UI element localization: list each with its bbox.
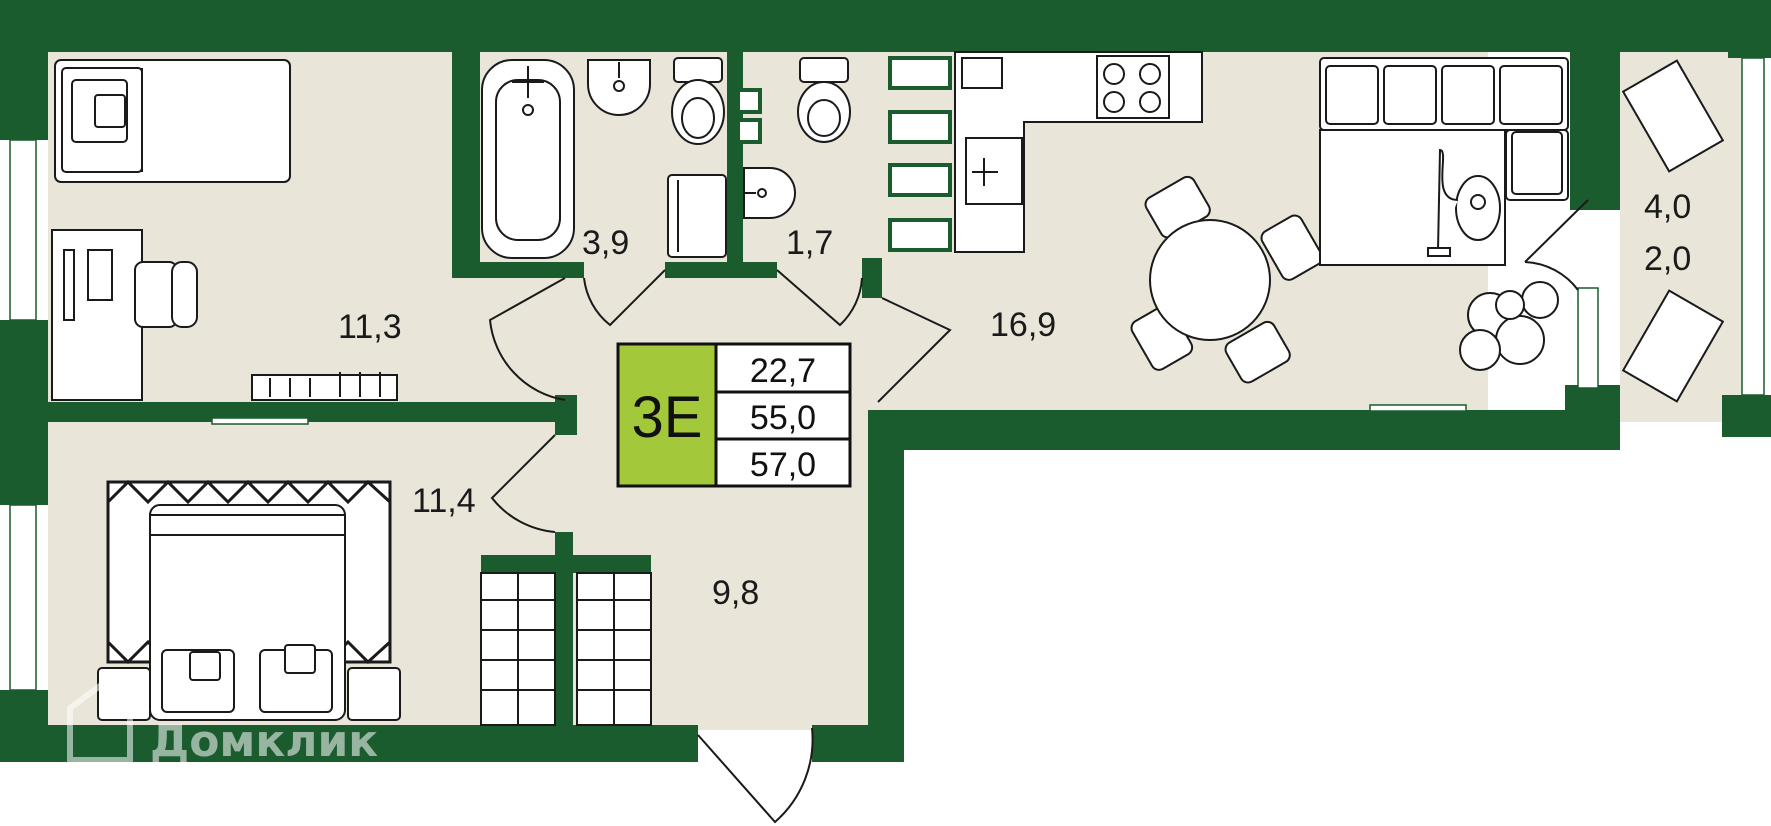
door-toilet — [776, 269, 863, 327]
vacuum-cleaner-icon — [1427, 148, 1501, 257]
door-bedroom-top — [488, 277, 566, 401]
window-bedroom-bottom — [9, 504, 37, 691]
sink-icon — [587, 59, 651, 116]
door-kitchen — [877, 297, 952, 403]
apartment-type-label: 3E — [632, 385, 703, 450]
room-area-bedroom-bottom: 11,4 — [412, 482, 476, 520]
total-area-value: 55,0 — [750, 399, 816, 437]
living-area-value: 22,7 — [750, 352, 816, 390]
total-area-balcony-value: 57,0 — [750, 446, 816, 484]
sofa-icon — [1319, 57, 1569, 201]
balcony-door-glass — [1577, 287, 1599, 389]
apartment-info-table: 3E 22,7 55,0 57,0 — [616, 342, 852, 488]
radiator-bedroom — [211, 417, 309, 425]
small-sink-icon — [743, 167, 796, 219]
windows — [9, 57, 1765, 691]
type-badge — [616, 342, 718, 488]
lounger-icon — [1621, 59, 1725, 403]
wardrobe-icon — [480, 572, 652, 726]
watermark-text: Домклик — [150, 716, 378, 767]
door-balcony — [1524, 199, 1589, 291]
kitchen-sink-icon — [965, 137, 1023, 205]
room-area-balcony-1: 4,0 — [1644, 188, 1691, 226]
nightstand-icon — [97, 667, 401, 721]
room-area-kitchen-living: 16,9 — [990, 306, 1056, 344]
room-area-toilet: 1,7 — [786, 224, 833, 262]
door-bathroom — [583, 269, 666, 327]
bed-double-icon — [149, 504, 346, 721]
walls — [0, 0, 1771, 762]
room-area-bathroom: 3,9 — [582, 224, 629, 262]
door-entrance — [697, 727, 814, 824]
toilet-icon — [797, 57, 851, 143]
plant-icon — [1459, 281, 1559, 371]
stove-icon — [1103, 63, 1161, 113]
room-area-bedroom-top: 11,3 — [338, 308, 402, 346]
door-bedroom-bottom — [490, 434, 556, 533]
house-logo-icon — [67, 682, 133, 763]
washing-machine-icon — [667, 174, 727, 258]
room-area-balcony-2: 2,0 — [1644, 240, 1691, 278]
shaft-icon — [736, 56, 952, 252]
bed-single-icon — [54, 59, 291, 183]
window-balcony — [1741, 57, 1765, 396]
desk-icon — [51, 229, 198, 401]
radiator-kitchen — [1369, 404, 1467, 412]
bathtub-icon — [481, 59, 575, 259]
toilet-icon-bathroom — [671, 57, 725, 145]
window-bedroom-top — [9, 139, 37, 321]
shelf-icon — [251, 372, 398, 401]
room-area-hallway: 9,8 — [712, 574, 759, 612]
watermark: Домклик — [67, 682, 378, 767]
doors — [488, 199, 1589, 824]
dining-table-icon — [1130, 175, 1324, 384]
